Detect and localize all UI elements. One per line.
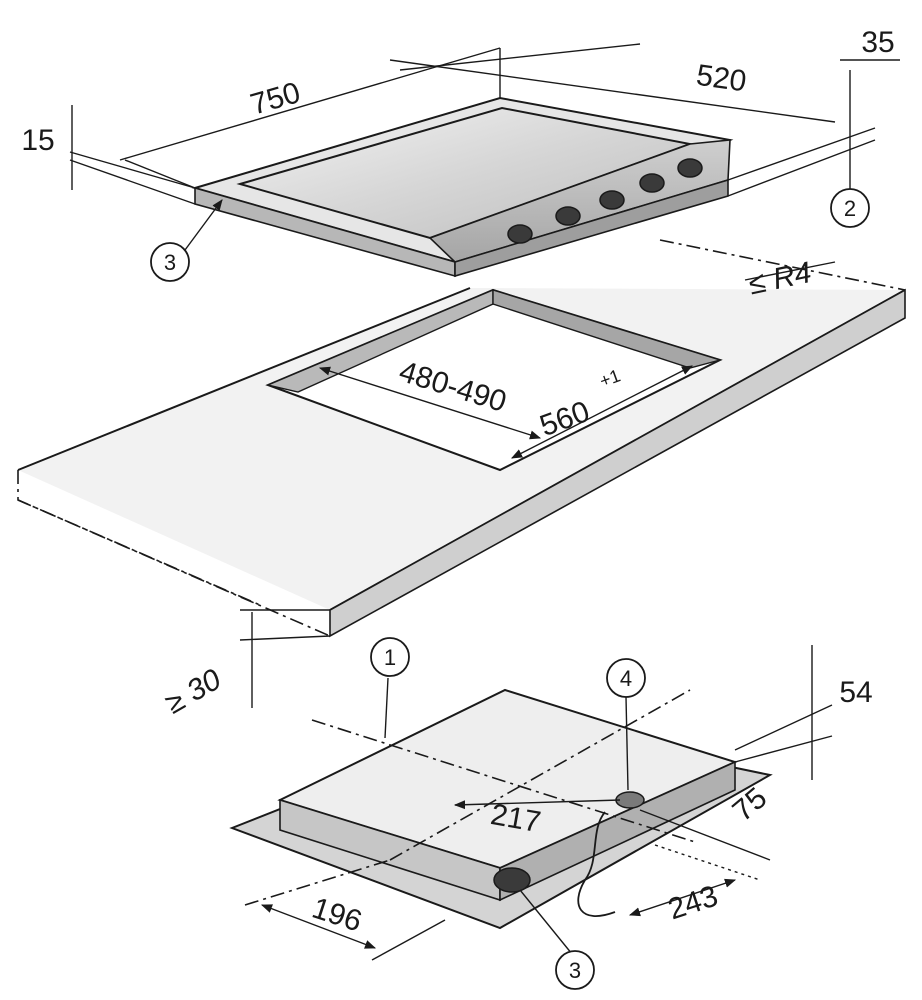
dim-line-560 — [511, 365, 693, 459]
worktop-cutout — [17, 239, 906, 708]
dim-750: 750 — [247, 76, 304, 122]
cooktop-underside-view — [229, 645, 833, 961]
knob-icon — [599, 190, 625, 210]
callout-3-bottom-label: 3 — [569, 958, 581, 983]
dim-line-196 — [260, 904, 377, 949]
dim-196: 196 — [308, 892, 366, 939]
electrical-connector-icon — [615, 791, 645, 809]
dim-line-243 — [628, 878, 737, 917]
dim-line-480-490 — [318, 366, 542, 440]
callout-1-label: 1 — [384, 645, 396, 670]
power-cable — [577, 811, 616, 917]
dim-15: 15 — [21, 124, 54, 157]
dim-line-75 — [639, 809, 771, 861]
callout-2: 2 — [830, 170, 870, 228]
worktop-front-edge — [329, 288, 906, 638]
dim-243: 243 — [664, 880, 722, 927]
callout-4-label: 4 — [620, 666, 632, 691]
callout-2-label: 2 — [844, 196, 856, 221]
dim-line-520 — [389, 59, 836, 123]
knob-icon — [507, 224, 533, 244]
dim-line-217 — [453, 799, 621, 810]
callout-3-bottom: 3 — [519, 889, 595, 990]
dim-worktop-min: ≥ 30 — [160, 663, 227, 721]
dim-54: 54 — [839, 676, 872, 709]
knob-icon — [555, 206, 581, 226]
knob-icon — [639, 173, 665, 193]
knob-icon — [677, 158, 703, 178]
gas-connector-icon — [493, 867, 531, 893]
cooktop-top-view — [69, 43, 900, 361]
callout-3-top-label: 3 — [164, 250, 176, 275]
control-knobs — [507, 158, 703, 244]
callout-4: 4 — [606, 658, 646, 791]
callout-3-top: 3 — [150, 199, 223, 282]
dim-35: 35 — [861, 26, 894, 59]
control-strip — [428, 139, 731, 263]
dim-520: 520 — [694, 59, 748, 99]
callout-1: 1 — [370, 637, 410, 739]
